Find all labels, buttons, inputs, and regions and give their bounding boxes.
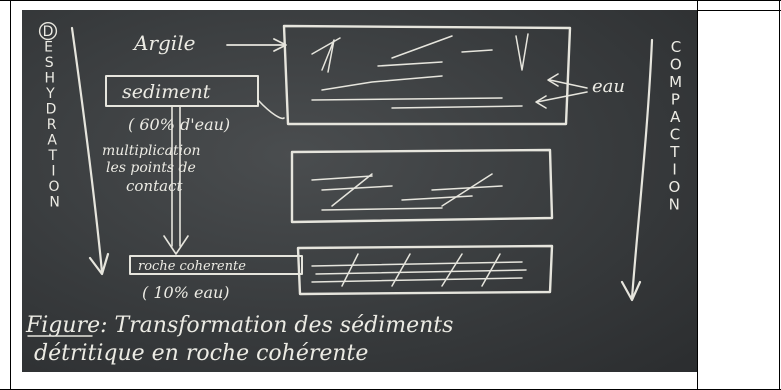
deshydration-letter: R [47,117,57,133]
deshydration-letter: I [51,164,55,180]
table-border-top [0,0,781,1]
compaction-letter: C [671,38,681,56]
deshydration-letter: O [48,179,59,195]
caption-line-1: Figure: Transformation des sédiments [25,313,453,338]
compaction-letter: P [671,91,680,109]
roche-box [129,255,303,275]
deshydration-letter: T [48,148,58,164]
compaction-letter: I [672,161,676,179]
compaction-arrow [620,38,654,302]
caption-line-2: détritique en roche cohérente [34,341,368,366]
water-percent-bottom-label: ( 10% eau) [142,283,230,302]
argile-label: Argile [132,31,195,55]
multiplication-line-1: multiplication [102,143,201,159]
deshydration-letter: Y [45,86,55,102]
compaction-letter: N [669,196,680,214]
top-sediment-box [282,24,572,126]
compaction-letter: O [670,56,682,74]
sediment-label: sediment [122,81,211,103]
compaction-letter: M [669,73,682,91]
central-down-arrow [163,105,189,255]
deshydration-letter: S [45,55,54,71]
water-percent-label: ( 60% d'eau) [128,115,230,134]
table-border-left [10,0,11,390]
deshydration-letter: N [49,195,59,211]
roche-label: roche coherente [138,259,246,274]
eau-label: eau [592,76,625,97]
deshydration-letter: E [44,40,53,56]
middle-sediment-box [290,148,554,224]
compaction-letter: C [670,126,680,144]
sediment-box [105,75,259,107]
multiplication-line-3: contact [126,177,183,195]
sediment-connector [257,99,285,120]
argile-arrow [226,38,287,52]
compaction-letter: A [670,108,681,126]
deshydration-letter: D [43,24,54,40]
table-row-divider [697,10,781,11]
dehydration-arrow [70,26,110,276]
eau-arrows [535,73,588,109]
deshydration-letter: D [46,102,57,118]
compaction-letter: T [669,143,680,161]
bottom-rock-box [296,244,554,296]
multiplication-line-2: les points de [106,160,196,176]
table-border-right [779,0,780,390]
deshydration-letter: H [45,71,56,87]
deshydration-letter: A [47,133,57,149]
table-border-divider [697,0,698,390]
deshydration-letter-circle [38,22,58,41]
compaction-letter: O [668,178,680,196]
